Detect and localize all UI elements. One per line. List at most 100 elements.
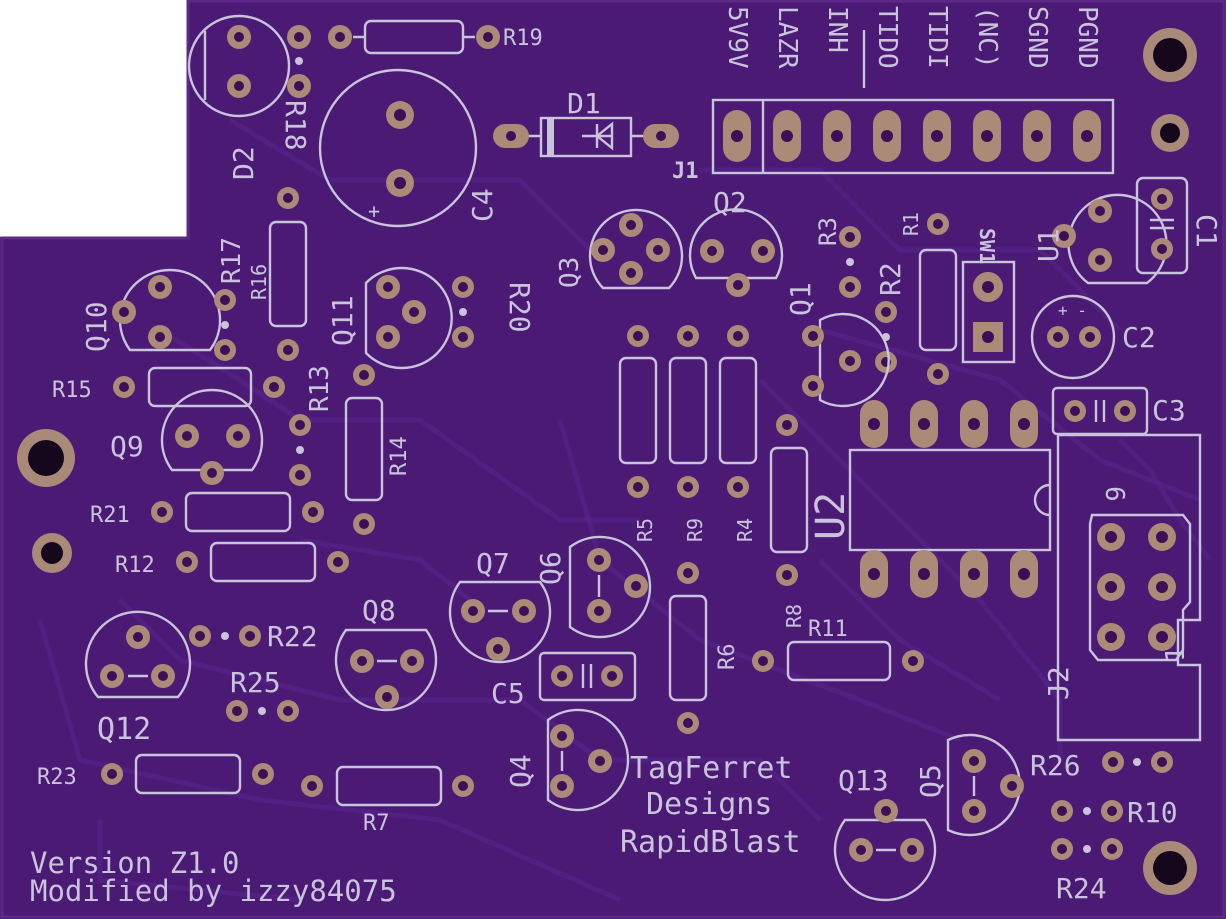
label-q7: Q7 xyxy=(476,547,510,580)
led-d2: D2 xyxy=(187,14,291,180)
label-r3: R3 xyxy=(814,217,842,246)
svg-text:+ -: + - xyxy=(1058,301,1087,320)
label-c5: C5 xyxy=(491,677,525,710)
label-r22: R22 xyxy=(267,620,318,653)
resistor-r17: R17 xyxy=(214,237,247,361)
label-j1: J1 xyxy=(672,159,699,184)
resistor-r24: R24 xyxy=(1051,838,1123,905)
label-r1: R1 xyxy=(899,212,923,236)
j1-pin-label-sgnd: SGND xyxy=(1022,6,1052,69)
capacitor-c1: C1 xyxy=(1135,176,1223,275)
label-c2: C2 xyxy=(1122,321,1156,354)
modified-by-line: Modified by izzy84075 xyxy=(30,874,397,908)
j1-pads xyxy=(723,110,1101,162)
label-r16: R16 xyxy=(247,264,271,300)
label-r21: R21 xyxy=(90,503,130,528)
resistor-r1: R1 xyxy=(899,212,958,385)
j1-pin-label-pgnd: PGND xyxy=(1072,6,1102,69)
label-r9: R9 xyxy=(683,518,707,542)
resistor-r13: R13 xyxy=(289,365,335,486)
label-r4: R4 xyxy=(733,518,757,542)
resistor-r18: R18 xyxy=(279,25,312,151)
transistor-q9: Q9 xyxy=(110,388,264,485)
logo-line-3: RapidBlast xyxy=(620,825,801,860)
diode-d1: D1 xyxy=(493,87,679,158)
version-text: Version Z1.0 Modified by izzy84075 xyxy=(30,846,397,908)
label-q6: Q6 xyxy=(534,551,567,585)
transistor-q2: Q2 xyxy=(688,186,784,297)
label-r10: R10 xyxy=(1127,796,1178,829)
resistor-r4: R4 xyxy=(718,325,758,542)
label-r14: R14 xyxy=(387,436,412,476)
connector-j2: 6 1 J2 xyxy=(1042,433,1202,742)
resistor-r8: R8 xyxy=(769,414,809,628)
board-logo: TagFerret Designs RapidBlast xyxy=(620,751,801,860)
label-c1: C1 xyxy=(1190,214,1223,248)
label-q1: Q1 xyxy=(784,282,817,316)
label-r12: R12 xyxy=(115,553,155,578)
transistor-q6: Q6 xyxy=(534,535,652,639)
j1-pin-label-tidi: TIDI xyxy=(922,6,952,69)
resistor-r16: R16 xyxy=(247,187,308,361)
capacitor-c2: + - C2 xyxy=(1030,294,1156,380)
j1-pin-label-5v9v: 5V9V xyxy=(722,6,752,69)
transistor-q11: Q11 xyxy=(326,266,453,370)
logo-line-2: Designs xyxy=(646,787,772,822)
capacitor-c5: C5 xyxy=(491,651,637,710)
copper-traces xyxy=(37,117,1212,903)
label-r26: R26 xyxy=(1030,749,1081,782)
resistor-r21: R21 xyxy=(90,491,324,533)
label-sw1: SW1 xyxy=(975,228,999,264)
mounting-holes xyxy=(17,28,1197,895)
j1-pin-label-tido: TIDO xyxy=(872,6,902,69)
resistor-r26: R26 xyxy=(1030,749,1173,782)
label-r11: R11 xyxy=(808,617,848,642)
label-r2: R2 xyxy=(874,262,907,296)
label-u2: U2 xyxy=(808,492,854,540)
resistor-r5: R5 xyxy=(618,325,658,542)
label-d2: D2 xyxy=(227,146,260,180)
label-r13: R13 xyxy=(305,365,335,412)
label-q5: Q5 xyxy=(914,764,947,798)
label-r6: R6 xyxy=(715,644,740,671)
connector-j1: J1 5V9V LAZR INH TIDO TIDI (NC) SGND PGN… xyxy=(672,6,1115,184)
label-j2: J2 xyxy=(1042,666,1075,700)
resistor-r7: R7 xyxy=(301,765,474,836)
label-r5: R5 xyxy=(633,518,657,542)
j1-pin-label-nc: (NC) xyxy=(972,6,1002,69)
resistor-r9: R9 xyxy=(668,325,708,542)
capacitor-c4: + C4 xyxy=(318,68,499,228)
resistor-r6: R6 xyxy=(668,562,740,734)
label-q12: Q12 xyxy=(97,712,151,747)
resistor-r12: R12 xyxy=(115,541,349,583)
label-d1: D1 xyxy=(567,87,601,120)
resistor-r20: R20 xyxy=(452,276,536,348)
logo-line-1: TagFerret xyxy=(630,751,793,786)
label-c3: C3 xyxy=(1152,394,1186,427)
svg-text:+: + xyxy=(368,199,380,223)
label-q8: Q8 xyxy=(362,594,396,627)
transistor-q12: Q12 xyxy=(84,610,192,747)
label-r19: R19 xyxy=(503,26,543,51)
transistor-q7: Q7 xyxy=(448,547,552,664)
resistor-r22: R22 xyxy=(189,620,318,653)
transistor-q8: Q8 xyxy=(334,594,438,712)
label-q3: Q3 xyxy=(555,257,585,288)
label-q2: Q2 xyxy=(713,186,747,219)
label-q11: Q11 xyxy=(326,295,359,346)
transistor-q3: Q3 xyxy=(555,208,684,290)
label-r18: R18 xyxy=(279,100,312,151)
label-r25: R25 xyxy=(230,666,281,699)
label-q13: Q13 xyxy=(838,764,889,797)
label-r17: R17 xyxy=(217,237,247,284)
j2-pin1-label: 1 xyxy=(1161,646,1191,662)
transistor-q5: Q5 xyxy=(914,733,1024,837)
label-q10: Q10 xyxy=(80,301,113,352)
resistor-r3: R3 xyxy=(814,217,861,298)
resistor-r23: R23 xyxy=(37,753,274,795)
label-q4: Q4 xyxy=(504,754,537,788)
resistor-r25: R25 xyxy=(226,666,299,722)
switch-sw1: SW1 xyxy=(961,228,1016,364)
